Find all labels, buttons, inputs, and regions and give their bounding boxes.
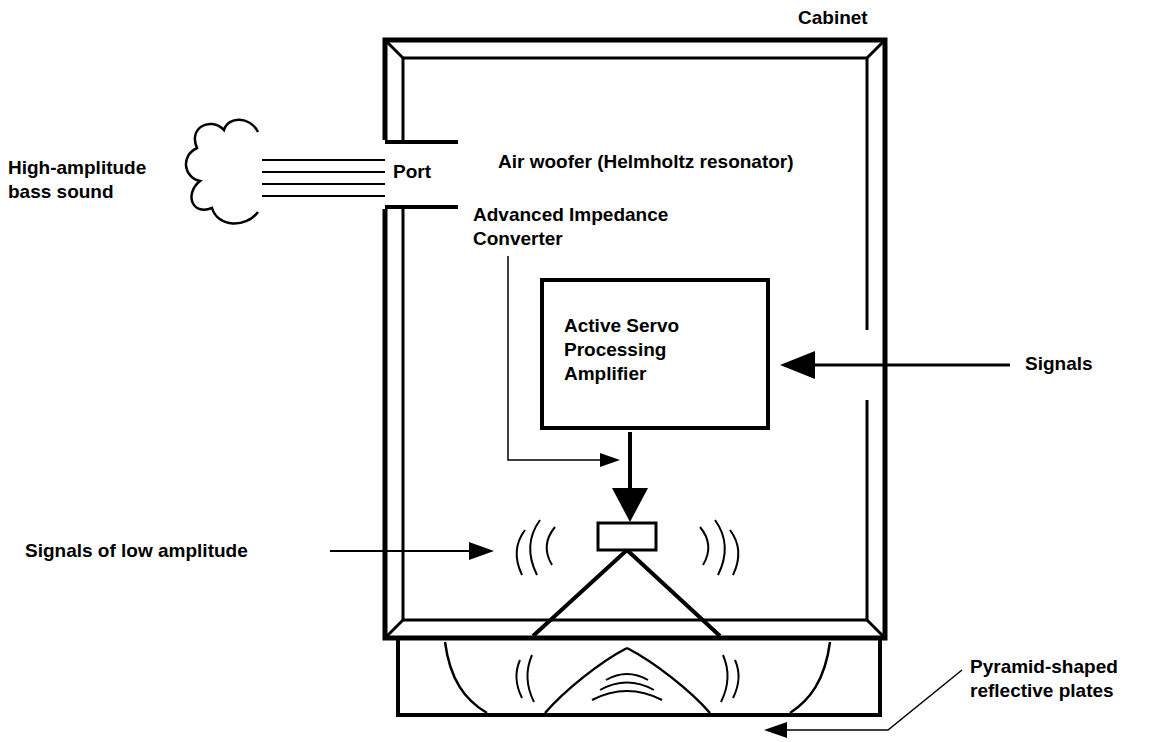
cabinet: CabinetActive Servo Processing Amplifier — [385, 40, 885, 638]
arrow-head — [600, 453, 620, 467]
part-label: Port — [393, 160, 431, 184]
sound-waves — [517, 520, 739, 575]
reflector-housing — [398, 638, 880, 715]
leader-line — [785, 670, 962, 730]
arrow-head — [764, 722, 787, 738]
sound-cloud — [186, 120, 258, 224]
part-label: Air woofer (Helmholtz resonator) — [498, 150, 794, 174]
part-label: Pyramid-shaped reflective plates — [970, 655, 1142, 703]
node-text: Active Servo Processing Amplifier — [564, 314, 734, 385]
cabinet-corner — [385, 40, 885, 638]
signal-arrow — [330, 550, 472, 552]
output-label: High-amplitude bass sound — [8, 156, 168, 204]
part-label: Advanced Impedance Converter — [473, 203, 688, 251]
sound-lines — [262, 160, 385, 196]
reflected-waves — [516, 655, 738, 702]
driver-cone — [533, 550, 720, 636]
port-tube — [385, 142, 458, 207]
cabinet-wall — [385, 40, 885, 638]
input-arrow — [812, 364, 1010, 367]
driver-symbol — [598, 523, 656, 550]
amplifier-box: Active Servo Processing Amplifier — [540, 278, 770, 430]
cabinet-inner-wall — [403, 58, 867, 620]
arrow-head — [780, 351, 815, 379]
signal-label: Signals of low amplitude — [25, 539, 248, 563]
node-text: Cabinet — [798, 6, 868, 30]
signal-label: Signals — [1025, 352, 1093, 376]
arrow-head — [469, 542, 494, 560]
amplifier-arrow — [628, 432, 632, 490]
arrow-head — [612, 488, 648, 522]
reflective-plates — [445, 642, 830, 713]
